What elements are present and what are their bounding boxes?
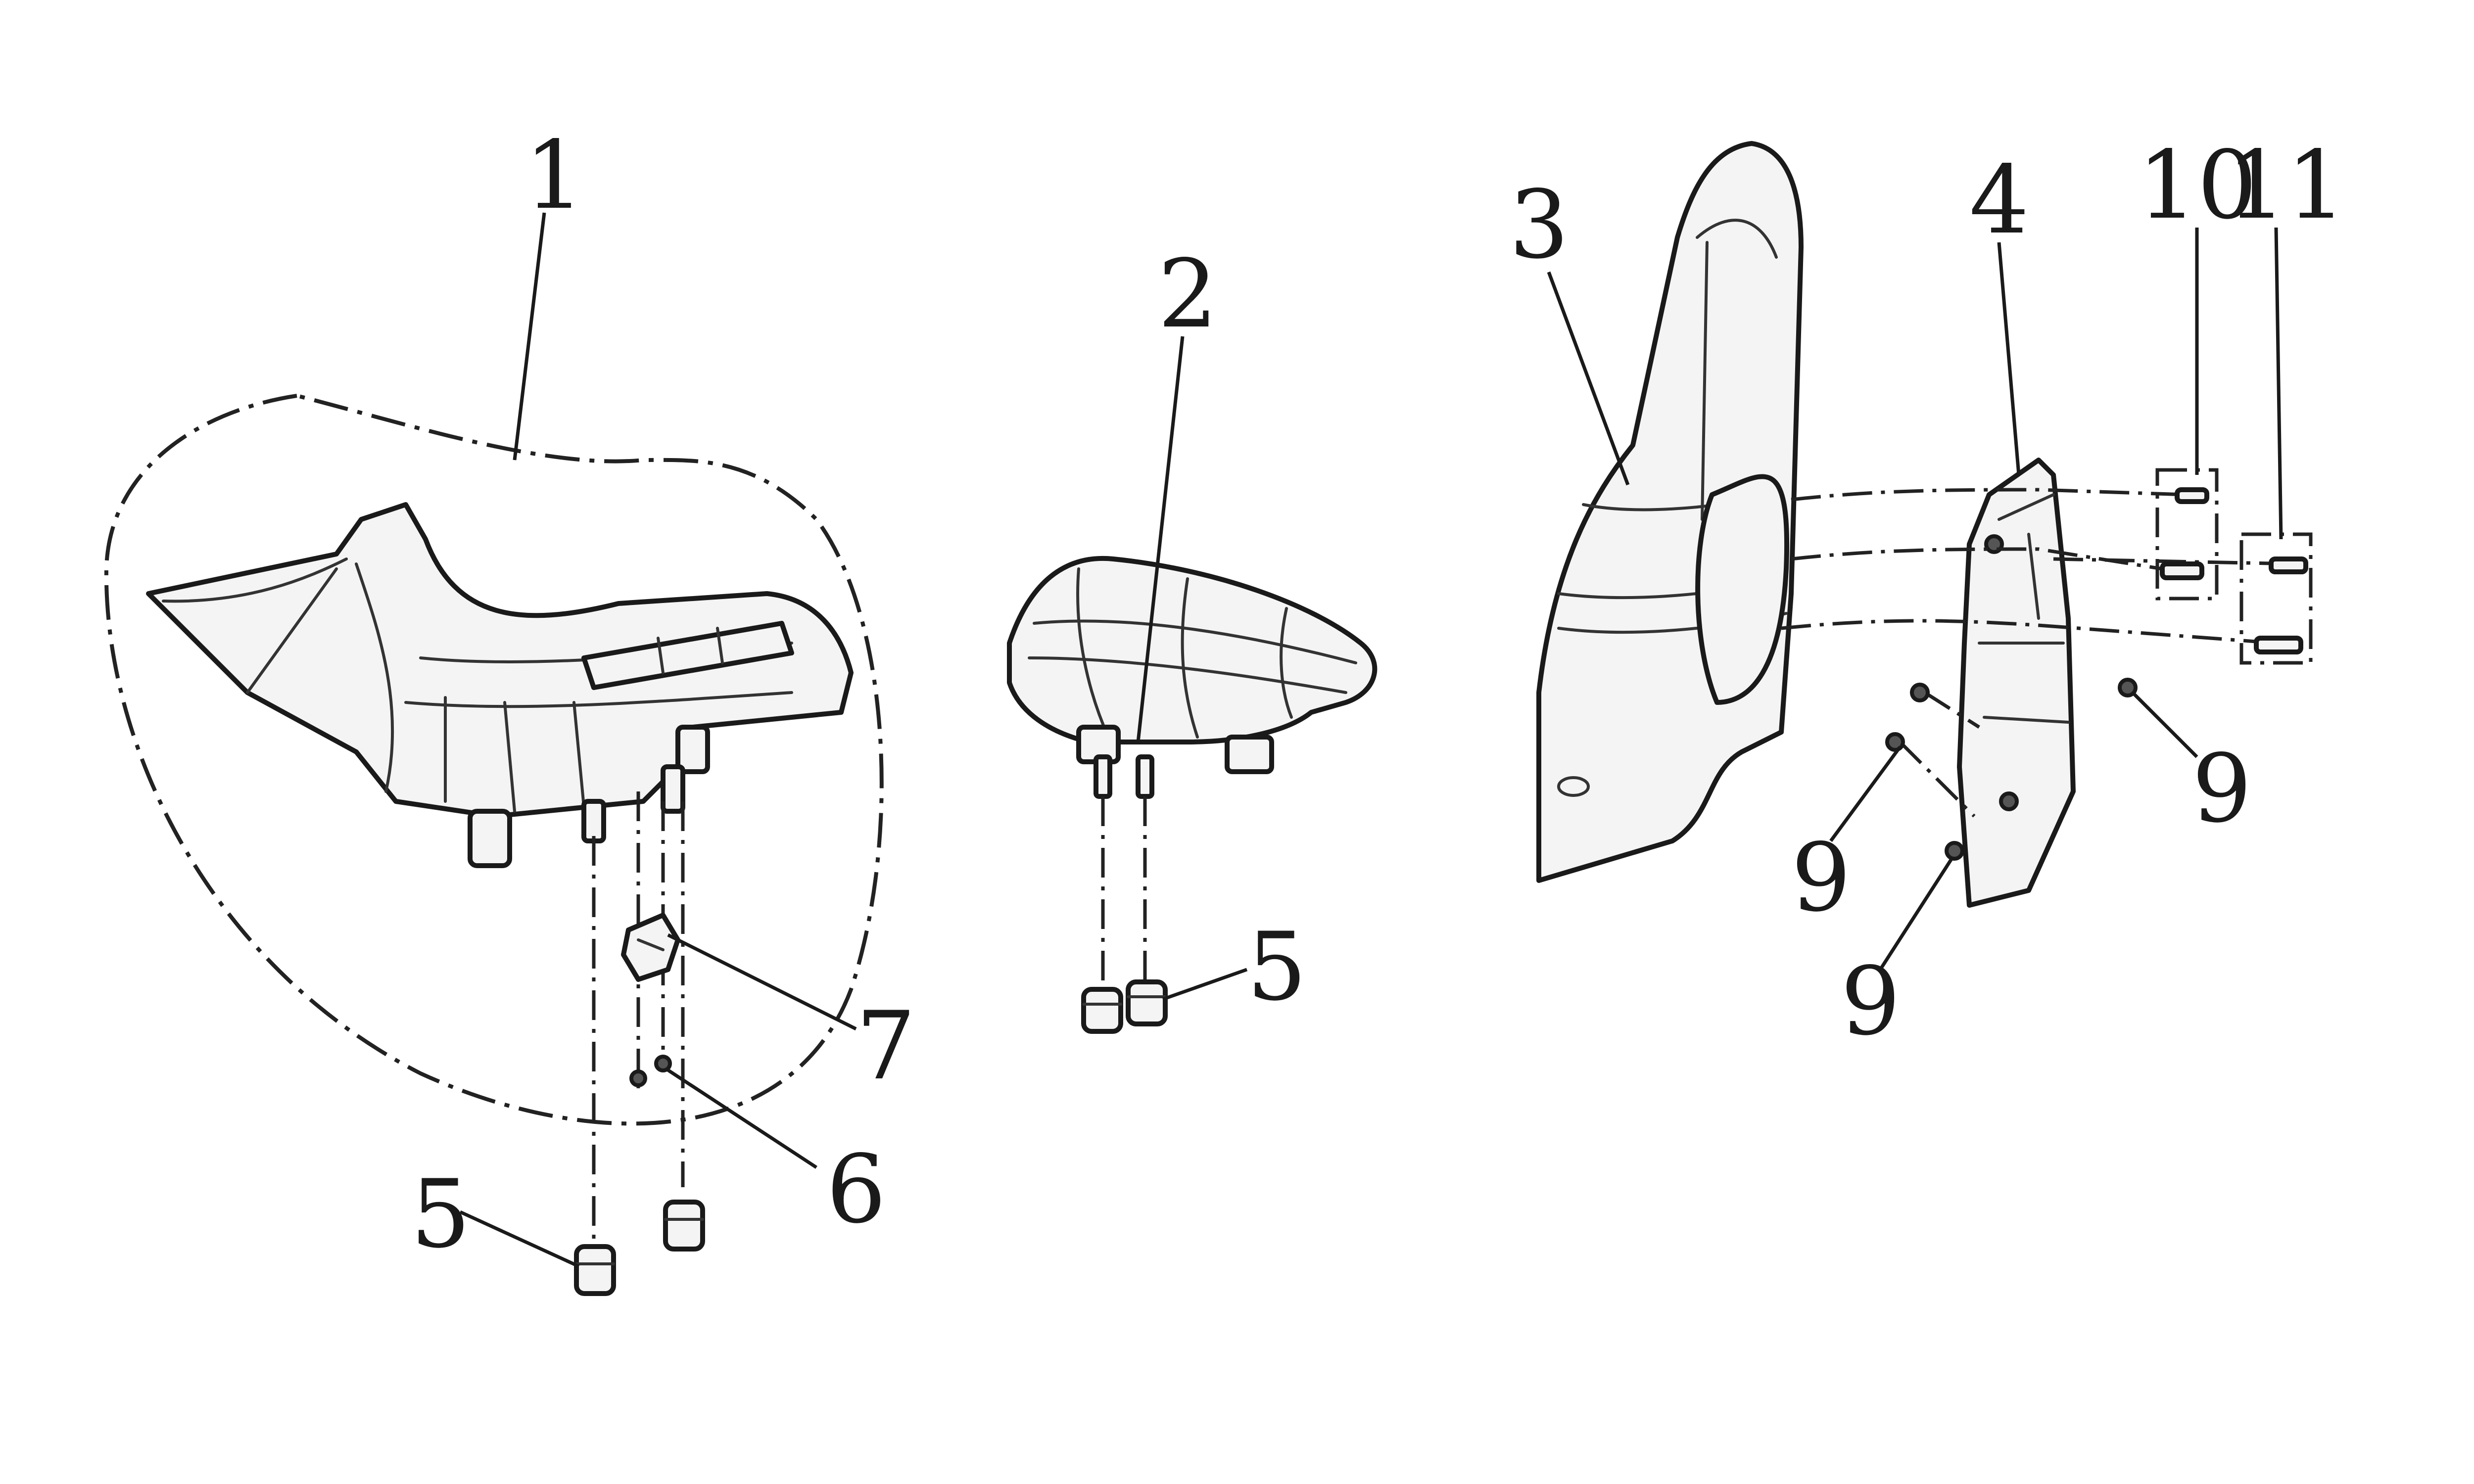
leader-3 [1547, 271, 1630, 486]
part-5-nut [1126, 979, 1168, 1026]
part-10-screw-box [2155, 468, 2219, 601]
leader-9b [1879, 857, 1953, 971]
leader-7 [667, 933, 857, 1031]
part-11-screw [2254, 636, 2303, 654]
part-9-bolt [1885, 732, 1905, 752]
callout-1: 1 [524, 121, 584, 230]
part-6-washer [629, 1069, 647, 1087]
backrest-shell [1536, 141, 1804, 883]
leader-2 [1136, 336, 1185, 742]
part-9-bolt [2118, 678, 2138, 697]
part-10-screw [2175, 487, 2209, 504]
leader-4 [1997, 242, 2021, 475]
part-10-screw [2160, 561, 2204, 580]
leader-11 [2274, 227, 2283, 540]
callout-3: 3 [1509, 170, 1569, 279]
callout-5-middle: 5 [1247, 912, 1307, 1021]
callout-9-right: 9 [2192, 734, 2252, 843]
part-5-nut [663, 1200, 705, 1252]
callout-5-left: 5 [411, 1159, 471, 1269]
callout-4: 4 [1969, 145, 2029, 255]
part-9-bolt [1945, 841, 1964, 861]
leader-1 [513, 212, 546, 461]
part-11-screw-box [2239, 532, 2313, 665]
assembly-1-boundary [104, 393, 884, 1126]
leader-6 [665, 1067, 817, 1169]
part-6-washer [654, 1055, 672, 1072]
part-5-nut [1081, 987, 1123, 1034]
part-11-screw [2269, 556, 2308, 574]
callout-11: 11 [2227, 131, 2346, 240]
callout-10: 10 [2138, 131, 2257, 240]
part-7-clip [621, 913, 680, 982]
bracket-part-4 [1957, 458, 2076, 908]
leader-9a [1829, 745, 1902, 842]
callout-9-left: 9 [1791, 823, 1851, 932]
leader-9c [2131, 691, 2198, 758]
callout-6: 6 [826, 1135, 886, 1244]
part-9-bolt [1910, 683, 1930, 702]
part-5-nut [574, 1244, 616, 1296]
leader-5a [459, 1210, 580, 1268]
seat-small [1007, 556, 1378, 799]
leader-5b [1162, 968, 1248, 1001]
callout-9-lower: 9 [1841, 947, 1901, 1056]
callout-7: 7 [856, 991, 916, 1101]
seat-main [146, 502, 854, 868]
callout-2: 2 [1158, 239, 1218, 349]
